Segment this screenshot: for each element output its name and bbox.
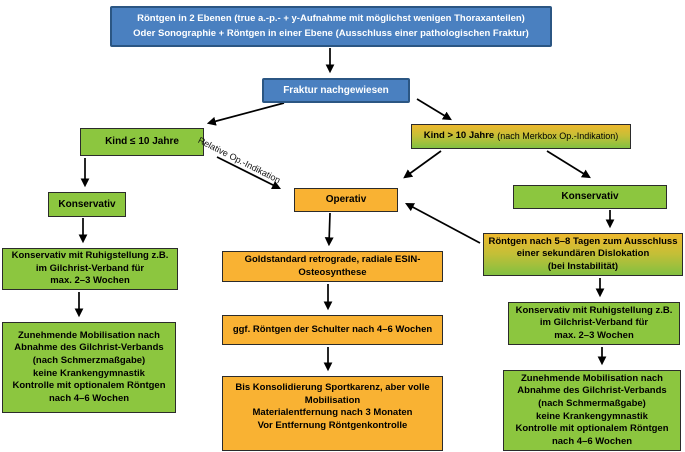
arrow-operativ-down [324, 212, 334, 247]
node-roentgen-schulter: ggf. Röntgen der Schulter nach 4–6 Woche… [222, 315, 443, 345]
node-kind-gt-10-jahre: Kind > 10 Jahre (nach Merkbox Op.-Indika… [411, 124, 631, 149]
node-right-ruhigstellung: Konservativ mit Ruhigstellung z.B. im Gi… [508, 302, 680, 345]
node-konservativ-left: Konservativ [48, 192, 126, 217]
kind-gt-10-bold-text: Kind > 10 Jahre [423, 130, 495, 142]
node-fraktur-nachgewiesen: Fraktur nachgewiesen [262, 78, 410, 103]
arrow-kind-gt10-to-operativ [403, 150, 442, 179]
node-konsolidierung-sportkarenz: Bis Konsolidierung Sportkarenz, aber vol… [222, 376, 443, 451]
node-right-mobilisation: Zunehmende Mobilisation nach Abnahme des… [503, 370, 681, 451]
node-kind-le-10-jahre: Kind ≤ 10 Jahre [80, 128, 204, 156]
node-left-ruhigstellung: Konservativ mit Ruhigstellung z.B. im Gi… [2, 248, 178, 290]
arrow-roentgen58-to-operativ [405, 202, 481, 244]
node-operativ: Operativ [294, 188, 398, 212]
kind-gt-10-note-text: (nach Merkbox Op.-Indikation) [497, 130, 619, 141]
arrow-fraktur-to-kind-le10 [206, 102, 285, 126]
node-left-mobilisation: Zunehmende Mobilisation nach Abnahme des… [2, 322, 176, 413]
label-relative-op-indikation: Relative Op.-Indikation [196, 135, 283, 186]
node-xray-two-planes: Röntgen in 2 Ebenen (true a.-p.- + y-Auf… [110, 6, 552, 47]
arrow-kind-gt10-to-konservativ [546, 150, 591, 179]
arrow-fraktur-to-kind-gt10 [416, 98, 452, 121]
node-roentgen-5-8-tage: Röntgen nach 5–8 Tagen zum Ausschluss ei… [483, 233, 683, 276]
node-goldstandard-esin: Goldstandard retrograde, radiale ESIN- O… [222, 251, 443, 282]
node-konservativ-right: Konservativ [513, 185, 667, 209]
